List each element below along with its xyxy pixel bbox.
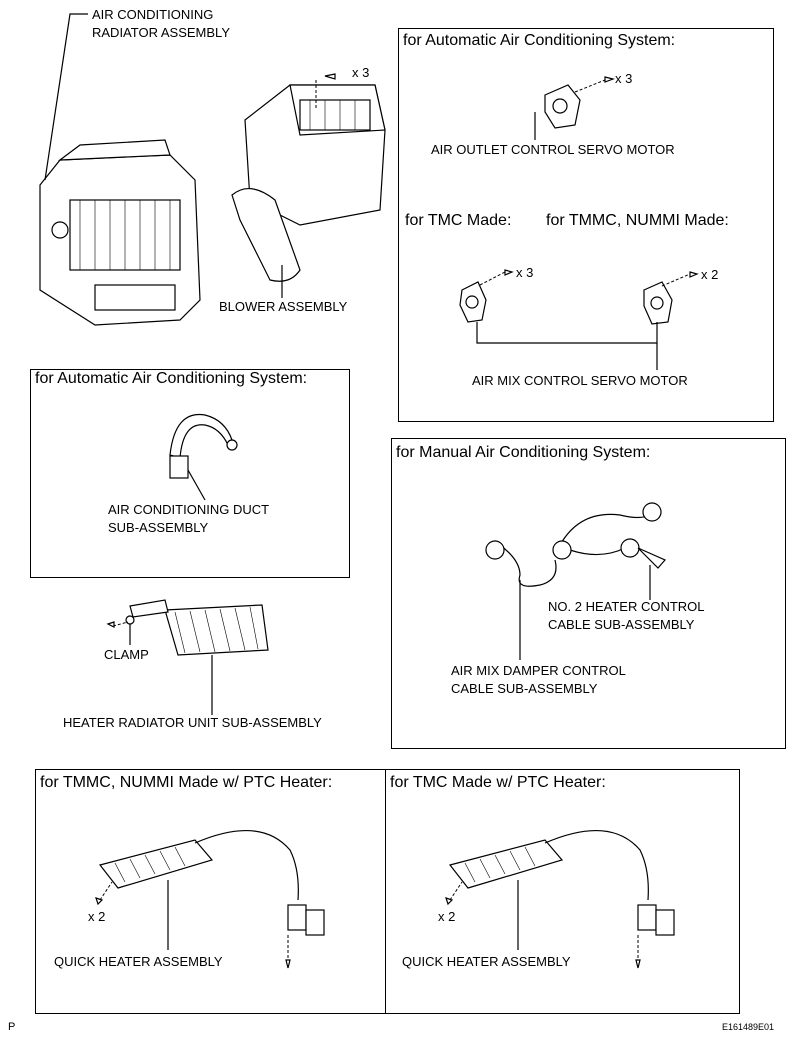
automatic-ac-header-left: for Automatic Air Conditioning System: [35,370,308,387]
air-outlet-servo-motor-label: AIR OUTLET CONTROL SERVO MOTOR [431,142,675,157]
air-mix-servo-motor-label: AIR MIX CONTROL SERVO MOTOR [472,373,688,388]
outlet-screw-qty: x 3 [615,71,633,86]
control-cables-drawing [485,502,666,587]
clamp-label: CLAMP [104,647,149,662]
air-mix-damper-cable-label-line1: AIR MIX DAMPER CONTROL [451,663,626,678]
blower-assembly-label: BLOWER ASSEMBLY [219,299,348,314]
radiator-assembly-label-line2: RADIATOR ASSEMBLY [92,25,230,40]
footer-left-mark: P [8,1021,16,1033]
ac-duct-drawing [169,413,238,479]
no2-heater-cable-label-line2: CABLE SUB-ASSEMBLY [548,617,695,632]
ac-radiator-assembly-drawing [39,139,201,326]
tmc-screw-qty: x 3 [516,265,534,280]
radiator-assembly-label-line1: AIR CONDITIONING [92,7,214,22]
automatic-ac-box-right [398,28,774,422]
automatic-ac-header-right: for Automatic Air Conditioning System: [403,32,676,49]
blower-screw-qty: x 3 [352,65,370,80]
air-mix-damper-cable-label-line2: CABLE SUB-ASSEMBLY [451,681,598,696]
quick-heater-left-drawing [98,829,325,936]
ptc-left-header: for TMMC, NUMMI Made w/ PTC Heater: [40,774,333,791]
manual-ac-header: for Manual Air Conditioning System: [396,444,651,461]
heater-radiator-unit-label: HEATER RADIATOR UNIT SUB-ASSEMBLY [63,715,322,730]
tmmc-screw-qty: x 2 [701,267,719,282]
air-mix-servo-motor-tmmc-drawing [643,281,673,325]
ac-duct-label-line1: AIR CONDITIONING DUCT [108,502,270,517]
blower-assembly-drawing [231,84,386,282]
automatic-ac-box-left [30,369,350,578]
air-mix-servo-motor-tmc-drawing [459,281,487,323]
ptc-right-screw-qty: x 2 [438,909,456,924]
ptc-left-quick-heater-label: QUICK HEATER ASSEMBLY [54,954,223,969]
ptc-right-header: for TMC Made w/ PTC Heater: [390,774,606,791]
air-outlet-servo-motor-drawing [544,84,581,129]
heater-radiator-drawing [129,599,269,656]
tmc-made-header: for TMC Made: [405,212,512,229]
figure-id: E161489E01 [722,1022,775,1032]
manual-ac-box [391,438,786,749]
no2-heater-cable-label-line1: NO. 2 HEATER CONTROL [548,599,705,614]
ac-duct-label-line2: SUB-ASSEMBLY [108,520,209,535]
tmmc-nummi-made-header: for TMMC, NUMMI Made: [546,212,729,229]
ptc-left-screw-qty: x 2 [88,909,106,924]
ptc-right-quick-heater-label: QUICK HEATER ASSEMBLY [402,954,571,969]
ptc-box-right [385,769,740,1014]
quick-heater-right-drawing [448,829,675,936]
